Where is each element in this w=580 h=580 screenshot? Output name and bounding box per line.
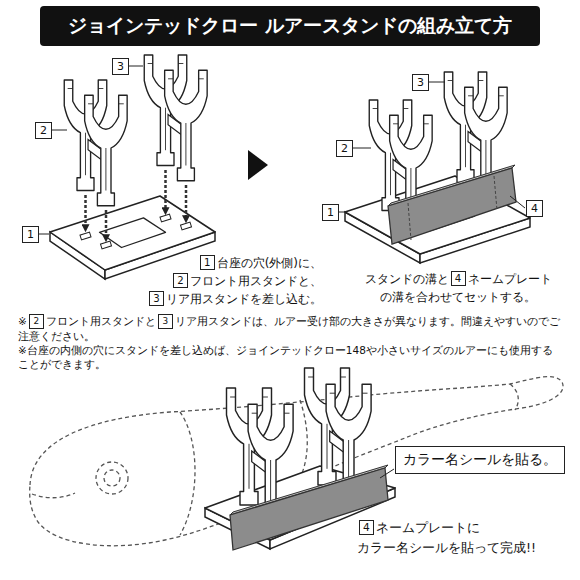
drawing-part bbox=[100, 241, 111, 249]
callout-box: カラー名シールを貼る。 bbox=[395, 446, 565, 474]
instruction-text: スタンドの溝と bbox=[365, 272, 449, 286]
drawing-part bbox=[80, 232, 91, 240]
text-line: ※2フロント用スタンドと3リア用スタンドは、ルアー受け部の大きさが異なります。間… bbox=[18, 314, 562, 343]
drawing-part bbox=[230, 468, 388, 550]
callout-number: 3 bbox=[158, 314, 173, 329]
base-plate bbox=[205, 466, 395, 549]
text-line: カラー名シールを貼って完成!! bbox=[357, 538, 572, 558]
callout-number: 2 bbox=[336, 140, 353, 157]
drawing-part bbox=[408, 176, 497, 240]
callout-number: 1 bbox=[322, 204, 339, 221]
instruction-text: 台座の穴(外側)に、 bbox=[217, 256, 322, 270]
name-plate bbox=[388, 165, 516, 244]
drawing-part bbox=[180, 222, 191, 230]
instruction-text: スタンドの溝と4ネームプレートの溝を合わせてセットする。 bbox=[343, 270, 573, 306]
name-plate bbox=[230, 465, 388, 550]
drawing-part bbox=[429, 82, 445, 83]
instruction-text: リア用スタンドを差し込む。 bbox=[166, 292, 322, 306]
leader-lines bbox=[39, 66, 143, 234]
drawing-part bbox=[105, 210, 108, 239]
instruction-text: フロント用スタンドと、 bbox=[190, 274, 322, 288]
title-text: ジョインテッドクロー ルアースタンドの組み立て方 bbox=[40, 6, 540, 46]
callout-number: 3 bbox=[412, 74, 429, 91]
instruction-text: ※ bbox=[18, 315, 27, 327]
text-line: 1台座の穴(外側)に、 bbox=[122, 254, 322, 272]
instruction-text: 1台座の穴(外側)に、2フロント用スタンドと、3リア用スタンドを差し込む。 bbox=[122, 254, 322, 308]
callout-number: 3 bbox=[149, 291, 164, 306]
drawing-part bbox=[129, 66, 143, 67]
drawing-part bbox=[164, 170, 167, 212]
instruction-text: の溝を合わせてセットする。 bbox=[380, 290, 536, 304]
text-line: スタンドの溝と4ネームプレート bbox=[343, 270, 573, 288]
text-line: 3リア用スタンドを差し込む。 bbox=[122, 290, 322, 308]
drawing-part bbox=[339, 212, 346, 213]
drawing-part bbox=[160, 214, 171, 222]
drawing-part bbox=[84, 195, 87, 229]
callout-text: カラー名シールを貼る。 bbox=[403, 451, 557, 469]
drawing-part bbox=[180, 412, 195, 535]
instruction-text: ネームプレートに bbox=[376, 520, 480, 535]
instruction-text: カラー名シールを貼って完成!! bbox=[357, 540, 536, 555]
callout-number: 4 bbox=[359, 520, 374, 535]
drawing-part bbox=[510, 384, 518, 410]
callout-number: 4 bbox=[526, 200, 543, 217]
rear-stand bbox=[144, 55, 207, 181]
drawing-part bbox=[39, 234, 49, 235]
drawing-part bbox=[298, 400, 307, 482]
drawing-part bbox=[52, 130, 67, 131]
drawing-part bbox=[185, 185, 188, 220]
instruction-text: フロント用スタンドと bbox=[46, 315, 156, 327]
front-stand bbox=[64, 80, 127, 206]
callout-number: 1 bbox=[22, 226, 39, 243]
callout-number: 2 bbox=[173, 273, 188, 288]
text-line: ※台座の内側の穴にスタンドを差し込めば、ジョインテッドクロー148や小さいサイズ… bbox=[18, 343, 562, 371]
drawing-part bbox=[353, 148, 371, 149]
callout-number: 2 bbox=[29, 314, 44, 329]
callout-number: 2 bbox=[35, 122, 52, 139]
drawing-part bbox=[96, 462, 128, 494]
callout-number: 4 bbox=[451, 271, 466, 286]
drawing-part bbox=[50, 196, 215, 270]
callout-number: 3 bbox=[112, 58, 129, 75]
drawing-part bbox=[32, 493, 75, 498]
instruction-text: ネームプレート bbox=[468, 272, 552, 286]
step-arrow bbox=[248, 150, 268, 180]
text-line: 4ネームプレートに bbox=[357, 518, 572, 538]
drawing-part bbox=[104, 470, 120, 486]
text-line: 2フロント用スタンドと、 bbox=[122, 272, 322, 290]
base-plate bbox=[50, 196, 215, 279]
instruction-text: 4ネームプレートにカラー名シールを貼って完成!! bbox=[357, 518, 572, 558]
leader-line bbox=[380, 469, 394, 478]
drawing-part bbox=[510, 196, 525, 208]
callout-number: 1 bbox=[200, 255, 215, 270]
text-line: の溝を合わせてセットする。 bbox=[343, 288, 573, 306]
instruction-text: ※台座の内側の穴にスタンドを差し込めば、ジョインテッドクロー148や小さいサイズ… bbox=[18, 344, 553, 370]
drawing-part bbox=[388, 168, 516, 244]
title-banner bbox=[40, 6, 540, 46]
leader-lines bbox=[339, 82, 525, 212]
instruction-text: ※2フロント用スタンドと3リア用スタンドは、ルアー受け部の大きさが異なります。間… bbox=[18, 314, 562, 371]
